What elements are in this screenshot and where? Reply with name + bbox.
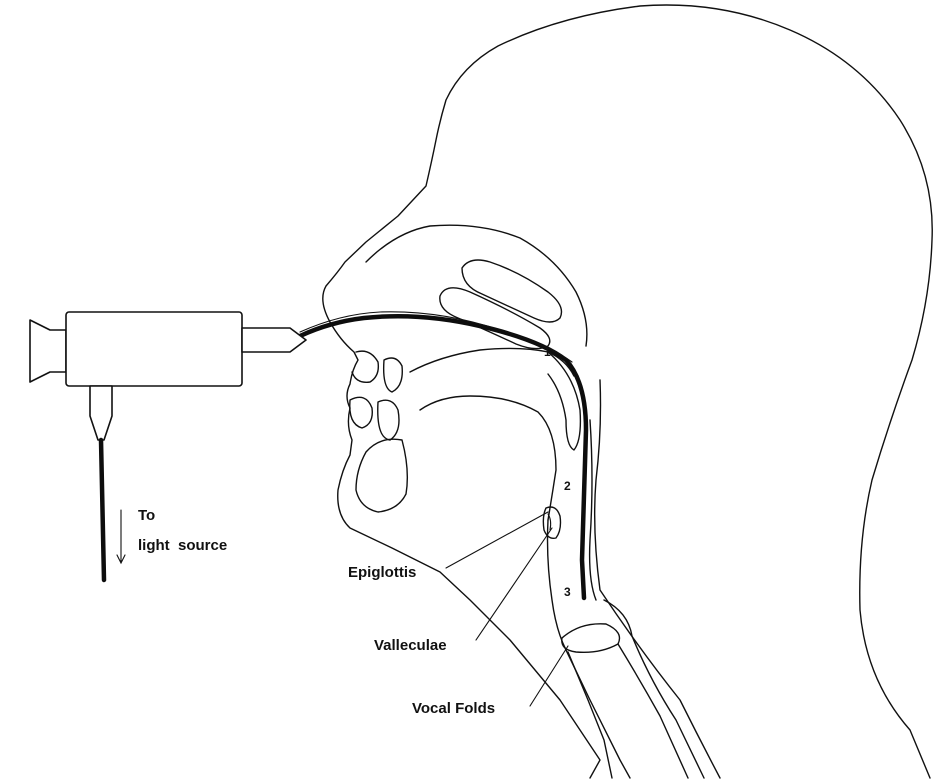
esophagus xyxy=(604,600,704,778)
position-3-label: 3 xyxy=(564,585,571,599)
vocal-folds-leader-line xyxy=(530,646,568,706)
epiglottis-leader-line xyxy=(446,512,548,568)
scope-connector xyxy=(242,328,306,352)
eyepiece xyxy=(30,320,66,382)
lower-lip xyxy=(350,397,373,428)
epiglottis-shape xyxy=(543,507,560,538)
light-cable xyxy=(101,440,104,580)
valleculae-label: Valleculae xyxy=(374,637,447,654)
jaw-inner xyxy=(356,439,407,512)
scope-handle xyxy=(66,312,242,386)
down-arrow-icon xyxy=(117,510,125,563)
trachea-front xyxy=(568,652,612,778)
nasal-cavity-outline xyxy=(366,225,587,346)
tongue xyxy=(420,396,556,520)
position-1-label: 1 xyxy=(544,345,551,359)
lower-teeth xyxy=(378,400,399,440)
soft-palate xyxy=(548,352,580,450)
light-source-label: light source xyxy=(138,537,227,554)
to-label: To xyxy=(138,507,155,524)
position-2-label: 2 xyxy=(564,479,571,493)
larynx-ring xyxy=(562,624,620,653)
neck-outline xyxy=(595,380,720,778)
light-cable-connector xyxy=(90,386,112,440)
upper-teeth xyxy=(384,358,403,392)
pharynx-front-wall xyxy=(548,520,631,778)
vocal-folds-label: Vocal Folds xyxy=(412,700,495,717)
epiglottis-label: Epiglottis xyxy=(348,564,416,581)
head-outline xyxy=(323,5,932,778)
